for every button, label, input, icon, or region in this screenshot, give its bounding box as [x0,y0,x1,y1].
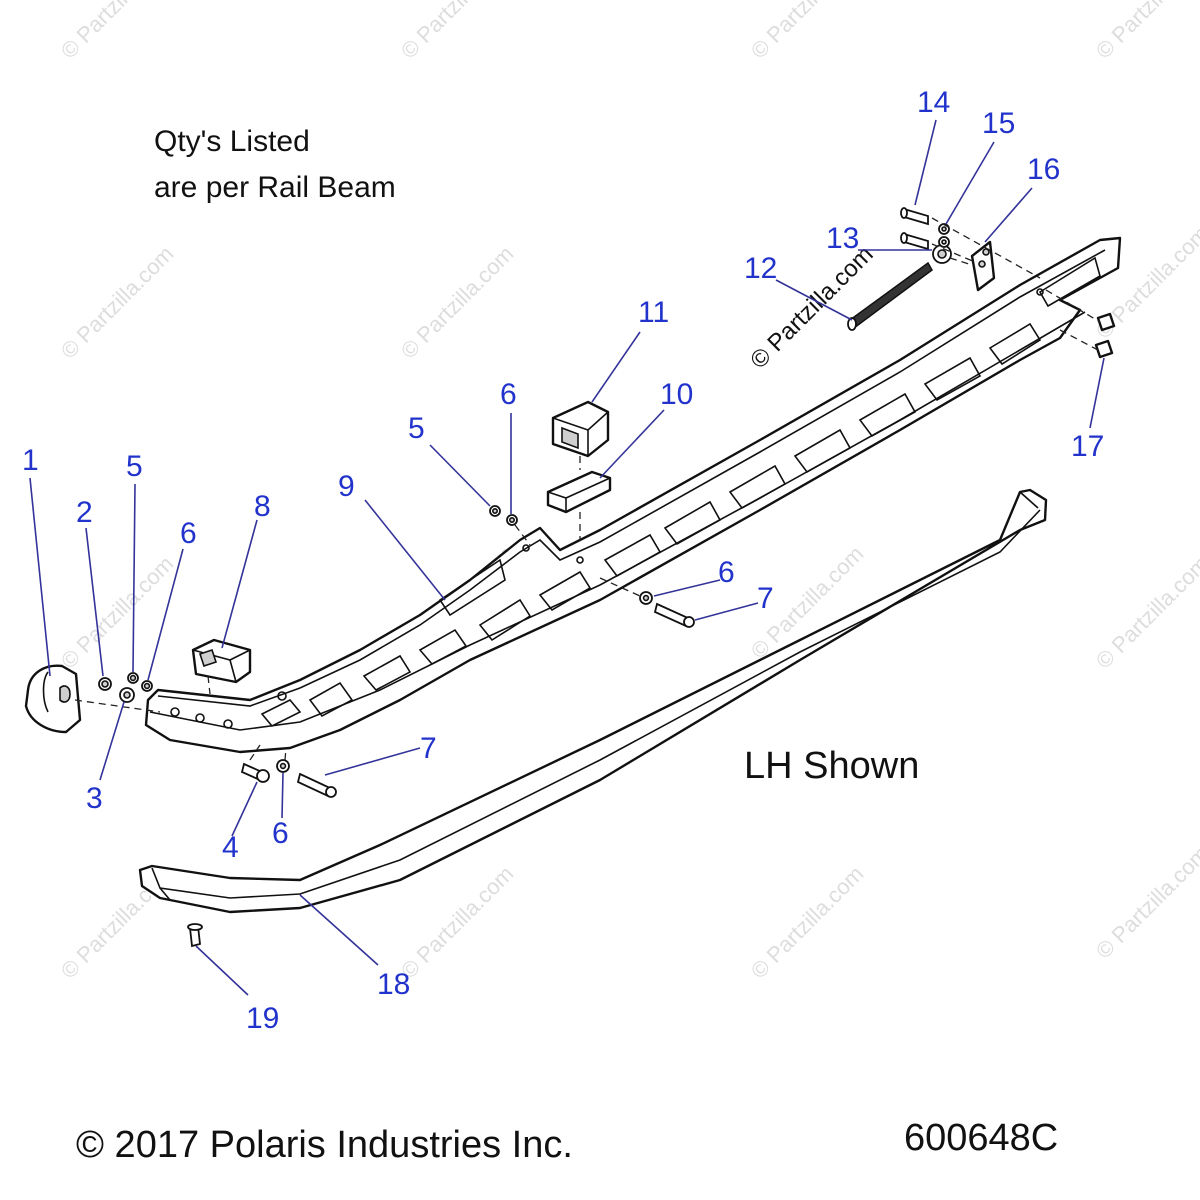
bolts-top [900,207,929,251]
copyright-text: © 2017 Polaris Industries Inc. [76,1124,573,1166]
callout-1: 1 [22,444,39,477]
wear-block [191,638,252,684]
watermark: © Partzilla.com [396,241,519,364]
watermark: © Partzilla.com [746,861,869,984]
callout-6-middle: 6 [718,556,735,589]
callout-7-middle: 7 [757,582,774,615]
mid-hardware [187,505,695,948]
callout-18: 18 [377,968,410,1001]
watermark: © Partzilla.com [396,861,519,984]
callout-15: 15 [982,107,1015,140]
front-hardware [98,672,153,703]
watermark: © Partzilla.com [1091,551,1200,674]
alignment-lines [74,217,1101,761]
watermark: © Partzilla.com [56,0,179,64]
watermark: © Partzilla.com [56,241,179,364]
callout-14: 14 [917,86,950,119]
end-caps [1094,312,1116,359]
qty-note-line2: are per Rail Beam [154,171,396,204]
leader-lines [29,119,1105,996]
callout-6: 6 [180,517,197,550]
callout-12: 12 [744,252,777,285]
callout-7-lower: 7 [420,732,437,765]
callout-6-lower: 6 [272,817,289,850]
callout-5: 5 [126,450,143,483]
rail-beam [144,236,1122,754]
callout-13: 13 [826,222,859,255]
callout-11: 11 [638,296,669,329]
stop-block [551,400,610,458]
watermark: © Partzilla.com [746,0,869,64]
watermark: © Partzilla.com [396,0,519,64]
callout-5-upper: 5 [408,412,425,445]
callout-10: 10 [660,378,693,411]
bracket [970,240,996,292]
spacer [932,244,952,264]
callout-16: 16 [1027,153,1060,186]
slide-rail [138,488,1048,914]
stop-insert [546,470,612,514]
callout-8: 8 [254,490,271,523]
callout-3: 3 [86,782,103,815]
callout-19: 19 [246,1002,279,1035]
lh-shown-label: LH Shown [744,745,919,787]
qty-note-line1: Qty's Listed [154,125,310,158]
watermark: © Partzilla.com [1091,841,1200,964]
callout-9: 9 [338,470,355,503]
front-bumper [24,664,82,734]
part-code: 600648C [904,1117,1058,1159]
watermark: © Partzilla.com [56,551,179,674]
callout-labels: 1 2 5 6 3 8 4 6 7 9 5 6 6 7 11 10 12 13 … [22,86,1104,1035]
threaded-rod [847,261,933,331]
callout-4: 4 [222,831,239,864]
callout-6-upper: 6 [500,378,517,411]
callout-2: 2 [76,496,93,529]
washers-top [938,223,950,248]
callout-17: 17 [1071,430,1104,463]
watermark: © Partzilla.com [1091,0,1200,64]
